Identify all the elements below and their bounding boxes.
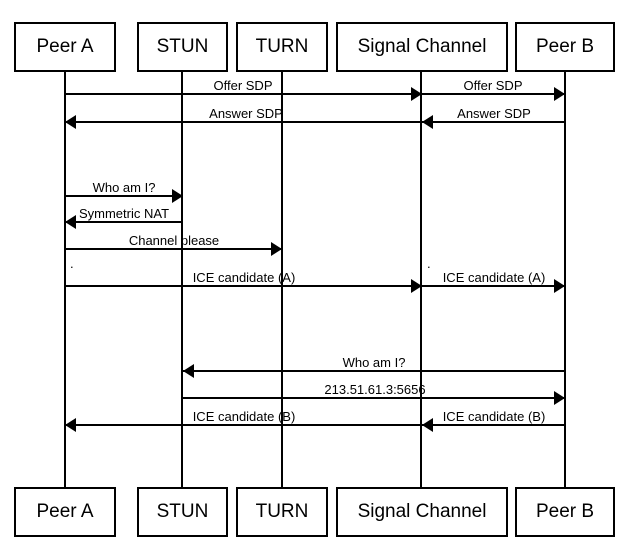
actor-label-peer-b: Peer B (535, 501, 595, 522)
actor-box-signal-channel-top: Signal Channel (336, 22, 508, 72)
message-label: ICE candidate (A) (192, 270, 296, 285)
dot-annotation-right: . (427, 256, 431, 271)
dot-annotation-left: . (70, 256, 74, 271)
message-line-channel-please (65, 248, 282, 250)
message-line-answer-sdp-a (65, 121, 422, 123)
message-line-stun-response (183, 397, 565, 399)
actor-label-signal-channel: Signal Channel (357, 36, 487, 57)
actor-box-peer-a-top: Peer A (14, 22, 116, 72)
lifeline-peer-b (564, 72, 566, 487)
actor-box-turn-top: TURN (236, 22, 328, 72)
message-label: Symmetric NAT (78, 206, 170, 221)
message-label: Answer SDP (209, 106, 283, 121)
actor-label-stun: STUN (156, 501, 209, 522)
message-label: Answer SDP (457, 106, 531, 121)
arrowhead-left-icon (65, 418, 76, 432)
actor-box-peer-a-bottom: Peer A (14, 487, 116, 537)
actor-label-peer-b: Peer B (535, 36, 595, 57)
arrowhead-right-icon (271, 242, 282, 256)
arrowhead-left-icon (422, 418, 433, 432)
actor-box-signal-channel-bottom: Signal Channel (336, 487, 508, 537)
arrowhead-right-icon (554, 87, 565, 101)
message-line-offer-sdp-a (65, 93, 422, 95)
message-label: ICE candidate (B) (192, 409, 296, 424)
actor-label-stun: STUN (156, 36, 209, 57)
actor-box-peer-b-top: Peer B (515, 22, 615, 72)
message-line-ice-candidate-a-1 (65, 285, 422, 287)
actor-box-stun-top: STUN (137, 22, 228, 72)
message-line-who-am-i-b (183, 370, 565, 372)
lifeline-stun (181, 72, 183, 487)
message-label: Who am I? (342, 355, 406, 370)
arrowhead-right-icon (411, 87, 422, 101)
arrowhead-left-icon (65, 115, 76, 129)
message-label: Offer SDP (213, 78, 273, 93)
arrowhead-left-icon (183, 364, 194, 378)
lifeline-turn (281, 72, 283, 487)
actor-box-peer-b-bottom: Peer B (515, 487, 615, 537)
actor-label-turn: TURN (255, 36, 309, 57)
actor-label-turn: TURN (255, 501, 309, 522)
actor-label-peer-a: Peer A (36, 36, 94, 57)
arrowhead-right-icon (411, 279, 422, 293)
message-label: Who am I? (92, 180, 156, 195)
actor-box-stun-bottom: STUN (137, 487, 228, 537)
arrowhead-left-icon (65, 215, 76, 229)
message-line-symmetric-nat (65, 221, 183, 223)
message-line-ice-candidate-a-2 (422, 285, 565, 287)
actor-label-signal-channel: Signal Channel (357, 501, 487, 522)
message-line-who-am-i-a (65, 195, 183, 197)
message-line-ice-candidate-b-2 (65, 424, 422, 426)
message-line-offer-sdp-b (422, 93, 565, 95)
message-label: 213.51.61.3:5656 (324, 382, 426, 397)
actor-box-turn-bottom: TURN (236, 487, 328, 537)
message-line-ice-candidate-b-1 (422, 424, 565, 426)
message-label: ICE candidate (B) (442, 409, 546, 424)
actor-label-peer-a: Peer A (36, 501, 94, 522)
arrowhead-right-icon (172, 189, 183, 203)
message-line-answer-sdp-b (422, 121, 565, 123)
message-label: Channel please (128, 233, 220, 248)
message-label: ICE candidate (A) (442, 270, 546, 285)
arrowhead-right-icon (554, 391, 565, 405)
message-label: Offer SDP (463, 78, 523, 93)
arrowhead-right-icon (554, 279, 565, 293)
arrowhead-left-icon (422, 115, 433, 129)
lifeline-peer-a (64, 72, 66, 487)
